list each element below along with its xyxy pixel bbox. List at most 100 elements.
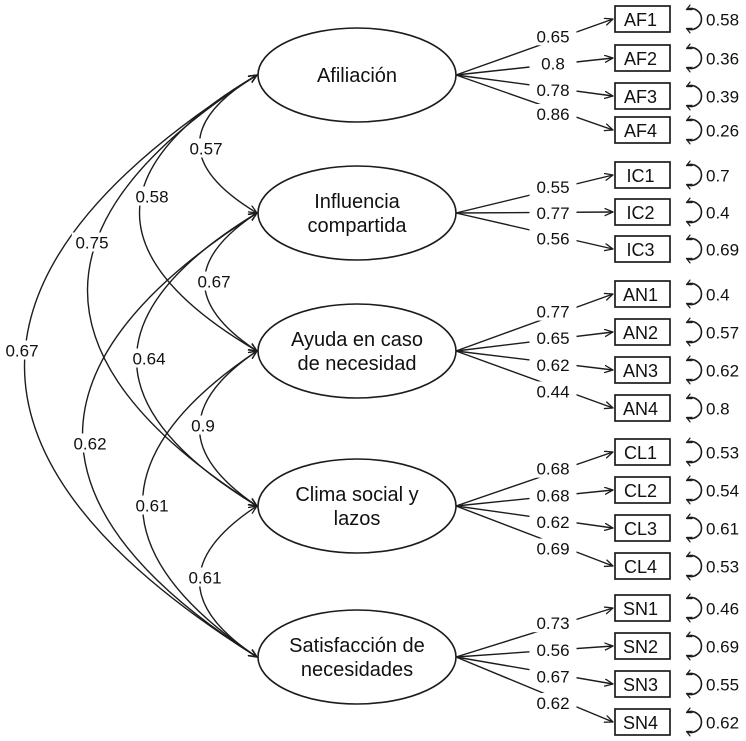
- error-label-AF1: 0.58: [706, 11, 739, 30]
- factor-ellipse-3: [257, 458, 457, 554]
- loading-label-AF2: 0.8: [541, 55, 565, 74]
- loading-label-bg-AN1: [529, 301, 577, 321]
- loading-label-bg-AF1: [529, 26, 577, 46]
- indicator-box-CL2: [614, 476, 671, 504]
- indicator-label-CL2: CL2: [624, 481, 657, 501]
- loading-arrow-CL4: [455, 505, 613, 566]
- factor-label-0: Afiliación: [317, 65, 397, 87]
- error-label-AF3: 0.39: [706, 88, 739, 107]
- error-label-AN1: 0.4: [706, 286, 730, 305]
- correlation-label-bg-1-3: [128, 348, 170, 368]
- loading-label-bg-SN2: [529, 639, 577, 659]
- indicator-box-AF1: [614, 5, 671, 33]
- error-label-SN3: 0.55: [706, 676, 739, 695]
- correlation-label-2-4: 0.61: [135, 497, 168, 516]
- error-loop-icon-AN1: [687, 284, 703, 305]
- loading-label-SN2: 0.56: [536, 641, 569, 660]
- loading-label-bg-SN1: [529, 613, 577, 633]
- indicator-label-AN3: AN3: [623, 361, 658, 381]
- loading-label-bg-AN2: [529, 328, 577, 348]
- error-label-AF2: 0.36: [706, 50, 739, 69]
- error-label-IC1: 0.7: [706, 167, 730, 186]
- indicator-label-CL4: CL4: [624, 557, 657, 577]
- indicator-box-SN2: [614, 632, 671, 660]
- loading-arrow-SN4: [455, 656, 613, 722]
- factor-label-1-line2: compartida: [308, 215, 408, 237]
- error-loop-icon-SN2: [687, 636, 703, 657]
- indicator-boxes-layer: AF1AF2AF3AF4IC1IC2IC3AN1AN2AN3AN4CL1CL2C…: [614, 5, 671, 736]
- error-label-AN3: 0.62: [706, 362, 739, 381]
- correlation-label-2-3: 0.9: [191, 417, 215, 436]
- indicator-label-AN2: AN2: [623, 323, 658, 343]
- error-loop-icon-AF2: [687, 47, 703, 68]
- indicator-box-AF4: [614, 116, 671, 144]
- correlation-label-3-4: 0.61: [188, 569, 221, 588]
- error-loop-icon-SN3: [687, 674, 703, 695]
- correlation-label-0-2: 0.58: [135, 188, 168, 207]
- loading-label-bg-IC1: [529, 176, 577, 196]
- loading-label-SN4: 0.62: [536, 694, 569, 713]
- indicator-box-AF3: [614, 82, 671, 110]
- correlation-label-1-4: 0.62: [73, 435, 106, 454]
- loading-label-bg-AF3: [529, 80, 577, 100]
- error-loop-icon-AN2: [687, 322, 703, 343]
- factor-ellipse-2: [257, 303, 457, 399]
- indicator-label-SN2: SN2: [623, 637, 658, 657]
- indicator-box-SN4: [614, 708, 671, 736]
- factor-label-2-line1: Ayuda en caso: [291, 329, 423, 351]
- error-loop-icon-IC3: [687, 238, 703, 259]
- loading-label-AF4: 0.86: [536, 105, 569, 124]
- loading-label-AN3: 0.62: [536, 356, 569, 375]
- correlation-label-bg-2-4: [131, 495, 173, 515]
- factor-label-3-line1: Clima social y: [295, 484, 418, 506]
- error-loop-icon-CL3: [687, 518, 703, 539]
- correlation-label-bg-2-3: [187, 415, 219, 435]
- indicator-box-AN2: [614, 318, 671, 346]
- loading-label-bg-AF4: [529, 104, 577, 123]
- indicator-box-IC3: [614, 235, 671, 263]
- correlation-label-bg-0-3: [71, 232, 113, 252]
- error-loop-icon-IC1: [687, 164, 703, 185]
- correlation-label-1-3: 0.64: [132, 350, 165, 369]
- error-loop-icon-CL1: [687, 442, 703, 463]
- factor-ellipse-4: [257, 609, 457, 705]
- error-loop-icon-AF1: [687, 8, 703, 29]
- loading-arrow-AN1: [455, 294, 613, 352]
- indicator-box-IC2: [614, 198, 671, 226]
- error-label-CL4: 0.53: [706, 558, 739, 577]
- loading-label-IC2: 0.77: [536, 204, 569, 223]
- correlation-label-bg-0-2: [131, 186, 173, 206]
- loading-label-SN3: 0.67: [536, 667, 569, 686]
- indicator-label-SN3: SN3: [623, 675, 658, 695]
- loading-arrows-layer: [455, 19, 613, 722]
- indicator-box-CL3: [614, 514, 671, 542]
- loading-label-CL4: 0.69: [536, 540, 569, 559]
- loading-label-CL1: 0.68: [536, 460, 569, 479]
- loading-arrow-AF4: [455, 74, 613, 130]
- loading-label-AF3: 0.78: [536, 81, 569, 100]
- loading-label-bg-SN4: [529, 693, 577, 712]
- error-label-SN4: 0.62: [706, 714, 739, 733]
- factor-label-4-line1: Satisfacción de: [289, 635, 425, 657]
- error-loop-icon-SN4: [687, 711, 703, 732]
- loading-arrow-CL1: [455, 452, 613, 507]
- error-label-SN2: 0.69: [706, 638, 739, 657]
- indicator-label-AN1: AN1: [623, 285, 658, 305]
- loading-label-bg-IC3: [529, 228, 577, 248]
- loading-arrow-SN1: [455, 608, 613, 658]
- indicator-box-SN3: [614, 670, 671, 698]
- loading-label-bg-CL3: [529, 511, 577, 531]
- error-label-AN2: 0.57: [706, 324, 739, 343]
- correlation-label-bg-1-2: [193, 271, 235, 291]
- loading-label-AF1: 0.65: [536, 27, 569, 46]
- loading-label-AN4: 0.44: [536, 382, 569, 401]
- error-loop-icon-AF3: [687, 85, 703, 106]
- factor-label-4-line2: necesidades: [301, 659, 413, 681]
- indicator-label-IC2: IC2: [626, 203, 654, 223]
- loading-label-AN2: 0.65: [536, 329, 569, 348]
- indicator-label-CL1: CL1: [624, 443, 657, 463]
- indicator-label-IC1: IC1: [626, 166, 654, 186]
